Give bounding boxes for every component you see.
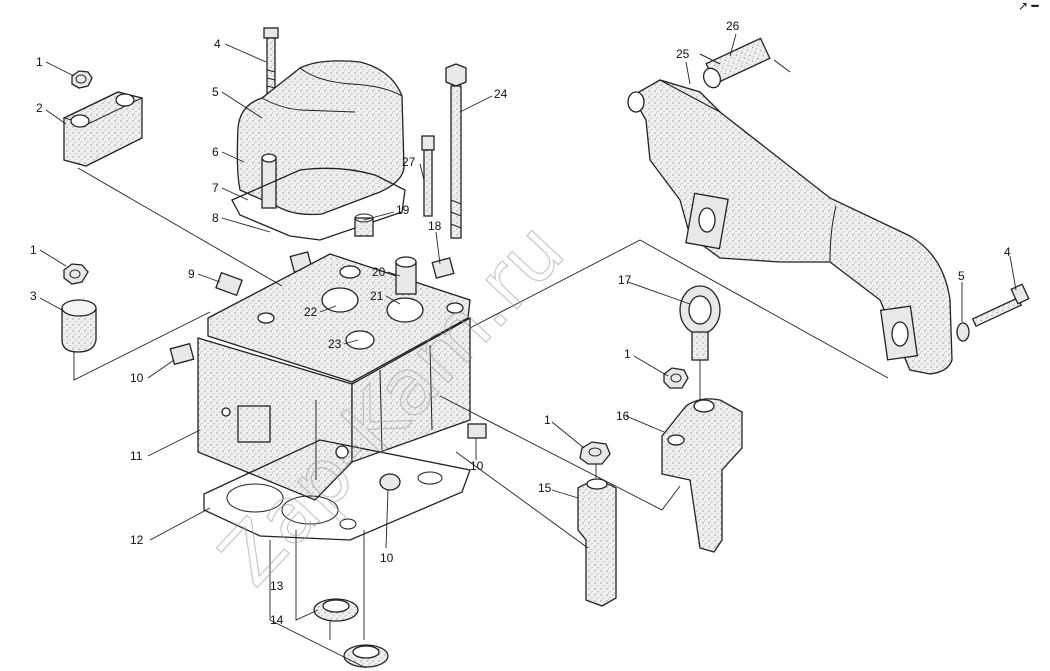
label-24: 24 <box>494 87 508 101</box>
part-sleeve-10a <box>169 342 195 366</box>
part-sleeve-10b <box>467 423 487 439</box>
label-5-a: 5 <box>212 85 219 99</box>
part-bolt-4b <box>971 283 1030 328</box>
assembly-lines <box>73 167 889 669</box>
part-bushing-18 <box>431 257 455 279</box>
part-nut-1d <box>663 367 689 389</box>
part-long-bolt-24 <box>445 63 467 239</box>
part-cylinder-head-11 <box>197 253 471 501</box>
label-2: 2 <box>36 101 43 115</box>
part-washer-10c <box>379 473 401 491</box>
part-gasket-12 <box>203 439 471 541</box>
part-injector-sleeve-15 <box>577 478 617 607</box>
label-1-b: 1 <box>30 243 37 257</box>
label-10-c: 10 <box>380 551 394 565</box>
label-10-a: 10 <box>130 371 144 385</box>
label-11: 11 <box>130 449 143 463</box>
part-ring-14 <box>343 644 389 668</box>
label-19: 19 <box>396 203 410 217</box>
label-8: 8 <box>212 211 219 225</box>
part-bracket-2 <box>62 91 144 167</box>
label-12: 12 <box>130 533 144 547</box>
part-fitting-26 <box>699 37 791 89</box>
part-stud-27 <box>421 135 435 217</box>
part-cap-19 <box>354 213 374 237</box>
label-1-d: 1 <box>544 413 551 427</box>
label-14: 14 <box>270 613 284 627</box>
label-1-a: 1 <box>36 55 43 69</box>
label-5-b: 5 <box>958 269 965 283</box>
label-4-b: 4 <box>1004 245 1011 259</box>
label-27: 27 <box>402 155 416 169</box>
callout-leaders <box>39 33 1017 549</box>
part-rocker-cover-6 <box>236 60 405 216</box>
label-15: 15 <box>538 481 552 495</box>
label-1-c: 1 <box>624 347 631 361</box>
label-22: 22 <box>304 305 318 319</box>
part-eye-bolt-17 <box>679 285 721 361</box>
label-17: 17 <box>618 273 632 287</box>
part-nut-1b <box>63 263 89 285</box>
label-26: 26 <box>726 19 740 33</box>
part-bolt-4a <box>263 27 279 99</box>
part-nut-1a <box>71 70 93 89</box>
callout-labels: 1 2 4 5 6 7 8 19 27 18 24 26 25 1 3 9 20… <box>30 19 1011 627</box>
label-6: 6 <box>212 145 219 159</box>
label-4-a: 4 <box>214 37 221 51</box>
label-16: 16 <box>616 409 630 423</box>
label-18: 18 <box>428 219 442 233</box>
label-13: 13 <box>270 579 284 593</box>
part-washer-5b <box>956 322 970 342</box>
part-exhaust-manifold-25 <box>627 79 953 375</box>
parts-group <box>61 27 1030 668</box>
label-25: 25 <box>676 47 690 61</box>
label-20: 20 <box>372 265 386 279</box>
part-cap-3 <box>61 299 97 353</box>
part-bracket-16 <box>661 398 743 553</box>
part-sleeve-9 <box>215 271 243 297</box>
label-9: 9 <box>188 267 195 281</box>
label-23: 23 <box>328 337 342 351</box>
corner-mark: ↗ ━ <box>1018 0 1039 13</box>
label-7: 7 <box>212 181 219 195</box>
part-gasket-7 <box>231 167 406 241</box>
part-ring-13 <box>313 598 359 622</box>
label-3: 3 <box>30 289 37 303</box>
label-10-b: 10 <box>470 459 484 473</box>
part-nut-1c <box>579 441 611 465</box>
label-21: 21 <box>370 289 384 303</box>
